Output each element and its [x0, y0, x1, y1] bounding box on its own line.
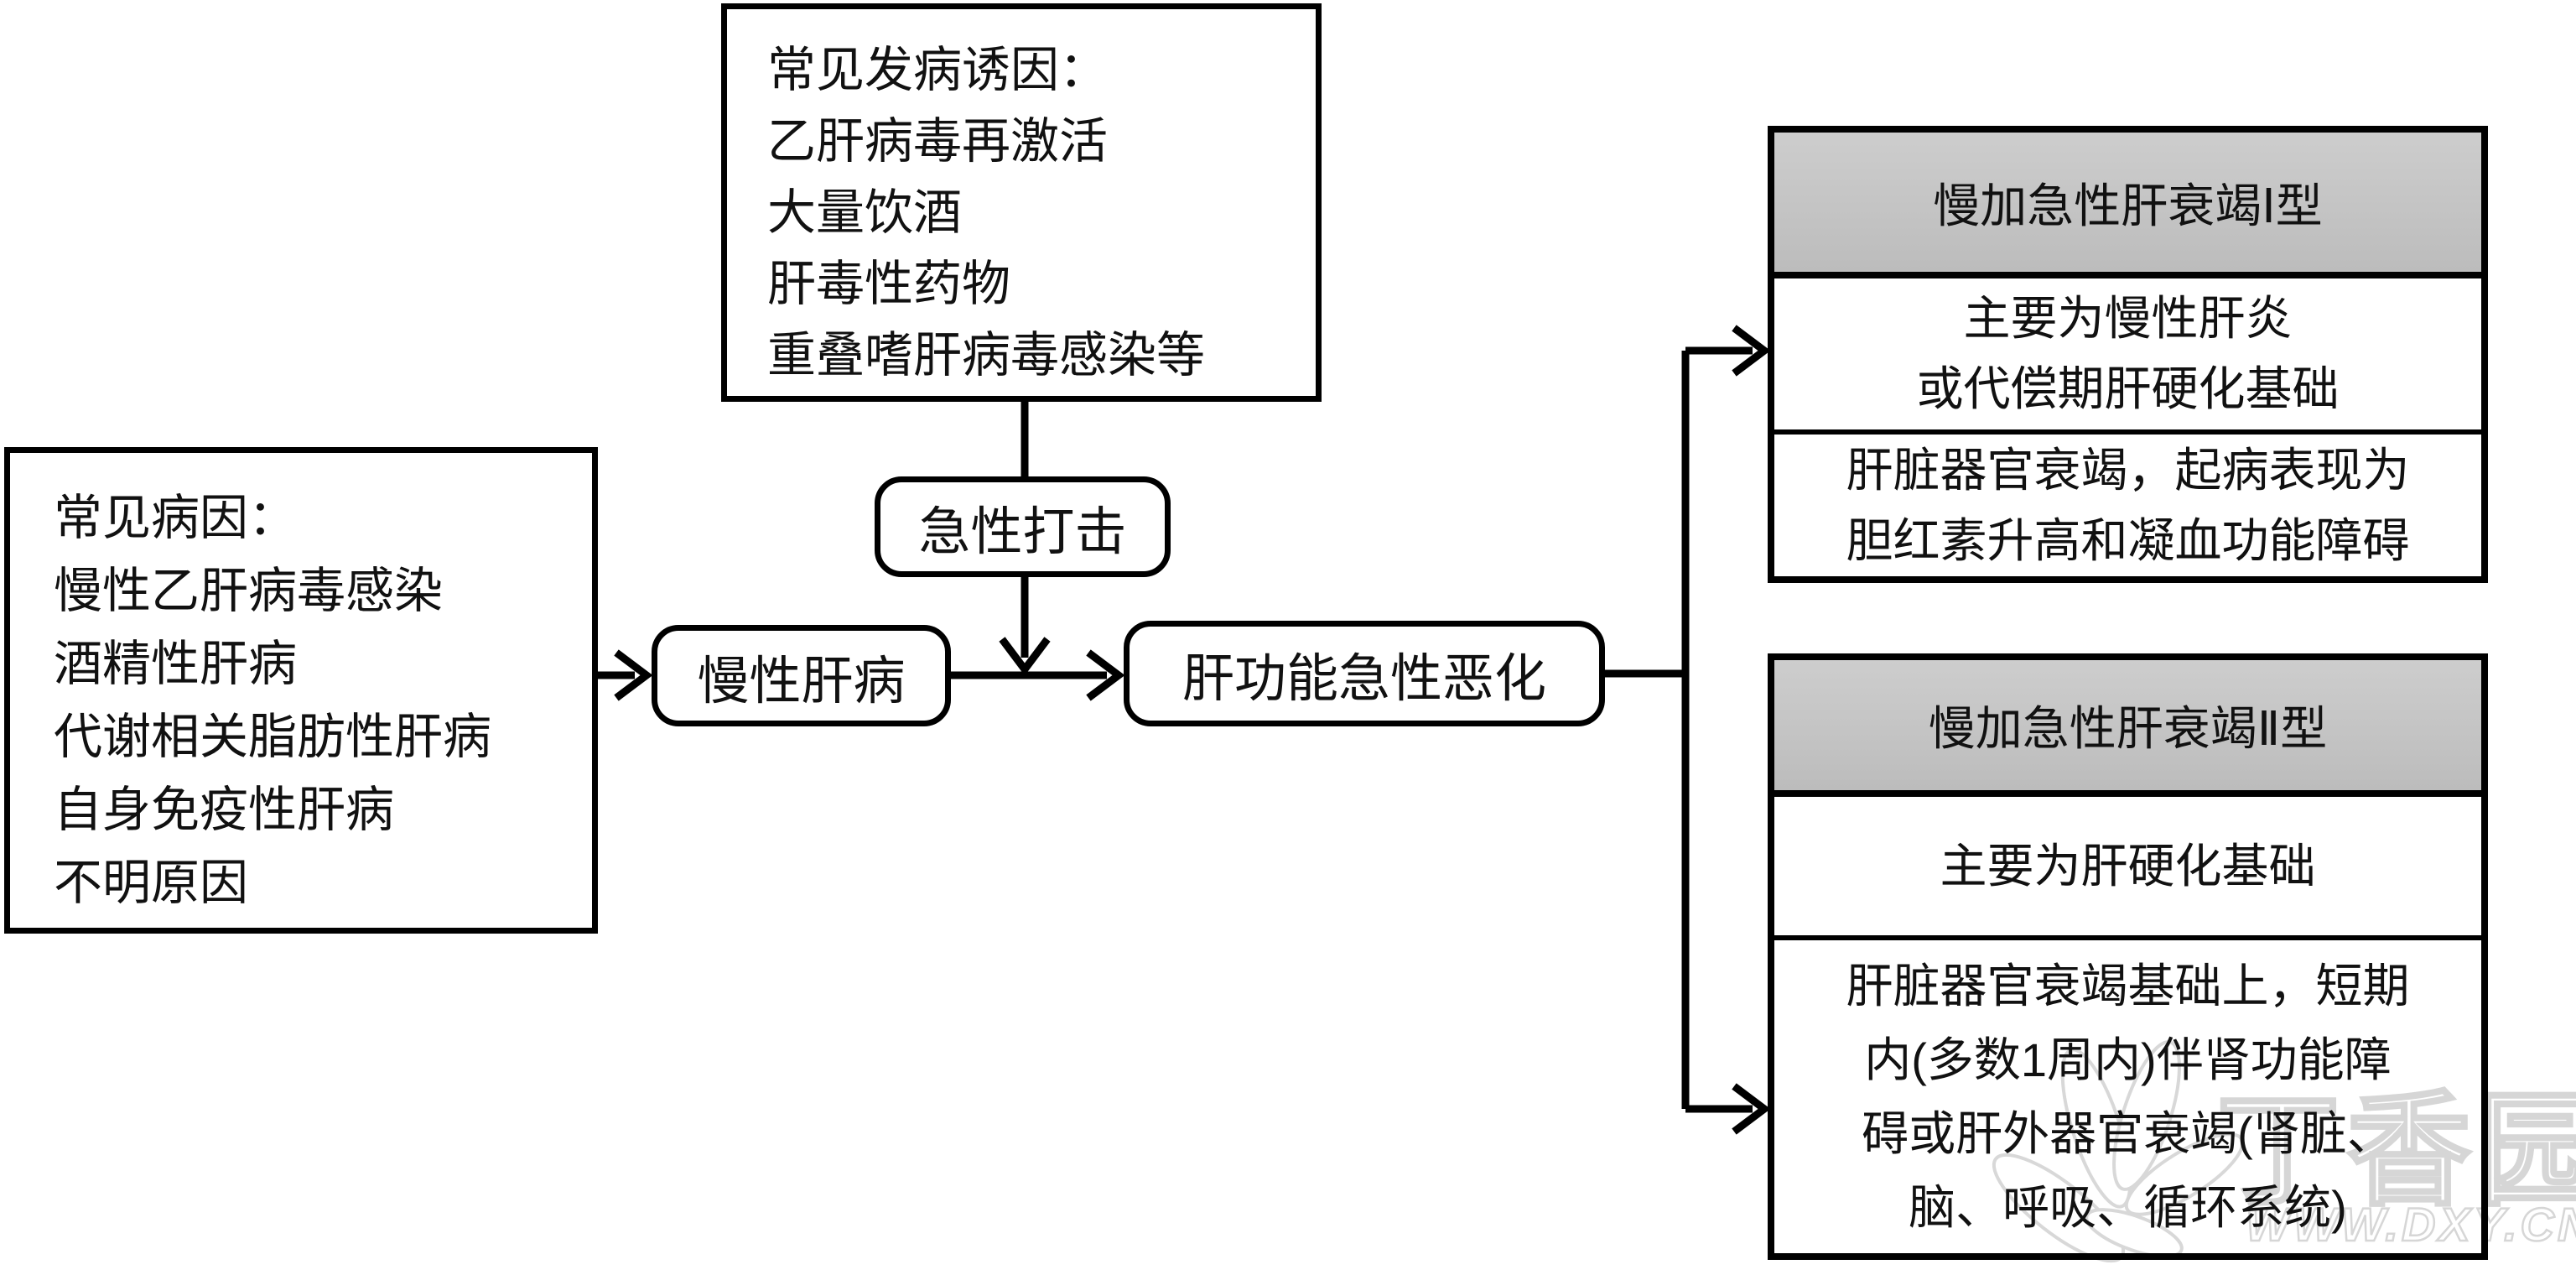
- aclf-type1-basis-cell: 主要为慢性肝炎 或代偿期肝硬化基础: [1774, 278, 2481, 435]
- aclf-type1-header: 慢加急性肝衰竭Ⅰ型: [1774, 133, 2481, 278]
- arrow-chronic-to-deterioration: [951, 649, 1125, 701]
- cause-item: 慢性乙肝病毒感染: [54, 564, 444, 618]
- watermark-brand-text: 丁香园: [2216, 1082, 2576, 1220]
- cause-item: 自身免疫性肝病: [54, 783, 395, 837]
- cell-line: 主要为肝硬化基础: [1940, 839, 2316, 892]
- node-chronic-liver-disease: 慢性肝病: [652, 625, 951, 726]
- cause-item: 代谢相关脂肪性肝病: [54, 710, 492, 764]
- arrow-to-type1: [1685, 325, 1771, 377]
- trigger-item: 肝毒性药物: [767, 257, 1011, 311]
- aclf-type2-header: 慢加急性肝衰竭Ⅱ型: [1774, 660, 2481, 797]
- common-triggers-box: 常见发病诱因： 乙肝病毒再激活 大量饮酒 肝毒性药物 重叠嗜肝病毒感染等: [721, 3, 1322, 402]
- cause-item: 酒精性肝病: [54, 637, 298, 691]
- trigger-item: 乙肝病毒再激活: [767, 114, 1109, 169]
- aclf-type1-feature-cell: 肝脏器官衰竭，起病表现为 胆红素升高和凝血功能障碍: [1774, 435, 2481, 576]
- arrow-to-type2: [1685, 1083, 1771, 1135]
- branch-junction-line: [1605, 351, 1690, 1109]
- watermark-url-text: WWW.DXY.CN: [2246, 1198, 2576, 1251]
- dxy-leaf-logo: [1992, 1040, 2245, 1263]
- cell-line: 内(多数1周内)伴肾功能障: [1864, 1033, 2392, 1086]
- trigger-item: 大量饮酒: [767, 185, 963, 240]
- cell-line: 肝脏器官衰竭基础上，短期: [1846, 959, 2410, 1012]
- cell-line: 肝脏器官衰竭，起病表现为: [1846, 443, 2410, 497]
- aclf-type2-basis-cell: 主要为肝硬化基础: [1774, 797, 2481, 940]
- aclf-type1-table: 慢加急性肝衰竭Ⅰ型 主要为慢性肝炎 或代偿期肝硬化基础 肝脏器官衰竭，起病表现为…: [1768, 126, 2488, 583]
- trigger-item: 重叠嗜肝病毒感染等: [767, 328, 1206, 382]
- aclf-type2-feature-cell: 肝脏器官衰竭基础上，短期 内(多数1周内)伴肾功能障 碍或肝外器官衰竭(肾脏、 …: [1774, 940, 2481, 1253]
- cause-title: 常见病因：: [54, 491, 298, 545]
- dxy-watermark: 丁香园 WWW.DXY.CN: [1992, 1040, 2576, 1263]
- common-causes-box: 常见病因： 慢性乙肝病毒感染 酒精性肝病 代谢相关脂肪性肝病 自身免疫性肝病 不…: [4, 447, 598, 934]
- trigger-title: 常见发病诱因：: [767, 43, 1109, 97]
- cell-line: 脑、呼吸、循环系统): [1909, 1180, 2347, 1234]
- aclf-type2-table: 慢加急性肝衰竭Ⅱ型 主要为肝硬化基础 肝脏器官衰竭基础上，短期 内(多数1周内)…: [1768, 653, 2488, 1260]
- arrow-causes-to-chronic: [598, 649, 653, 701]
- cell-line: 或代偿期肝硬化基础: [1916, 362, 2340, 415]
- cell-line: 碍或肝外器官衰竭(肾脏、: [1862, 1106, 2394, 1160]
- node-acute-deterioration: 肝功能急性恶化: [1124, 621, 1605, 726]
- cell-line: 胆红素升高和凝血功能障碍: [1846, 513, 2410, 567]
- cause-item: 不明原因: [54, 856, 249, 910]
- node-acute-insult: 急性打击: [875, 476, 1171, 577]
- cell-line: 主要为慢性肝炎: [1963, 292, 2293, 345]
- arrow-acute-to-mainline: [999, 577, 1051, 676]
